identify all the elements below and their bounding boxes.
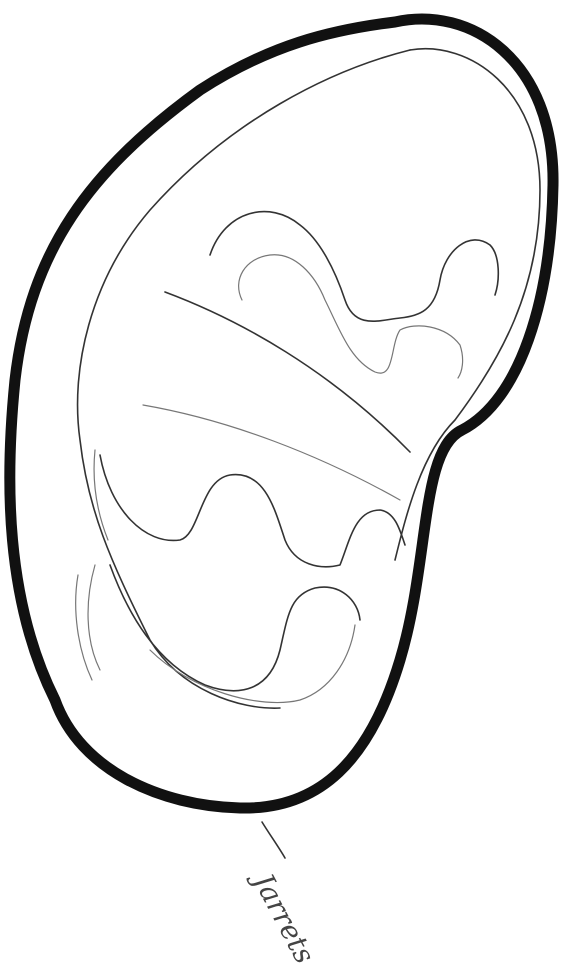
crease-line-1 [165, 292, 410, 452]
lower-fold-2 [110, 565, 360, 691]
upper-fold-inner [239, 255, 463, 378]
inner-outline [395, 49, 540, 560]
lower-fold-3 [150, 625, 355, 703]
left-mark-1 [88, 565, 100, 670]
outer-outline [10, 19, 553, 808]
upper-fold [210, 212, 498, 322]
lower-fold [100, 455, 405, 567]
crease-line-2 [143, 405, 400, 500]
label-pointer [262, 822, 285, 858]
